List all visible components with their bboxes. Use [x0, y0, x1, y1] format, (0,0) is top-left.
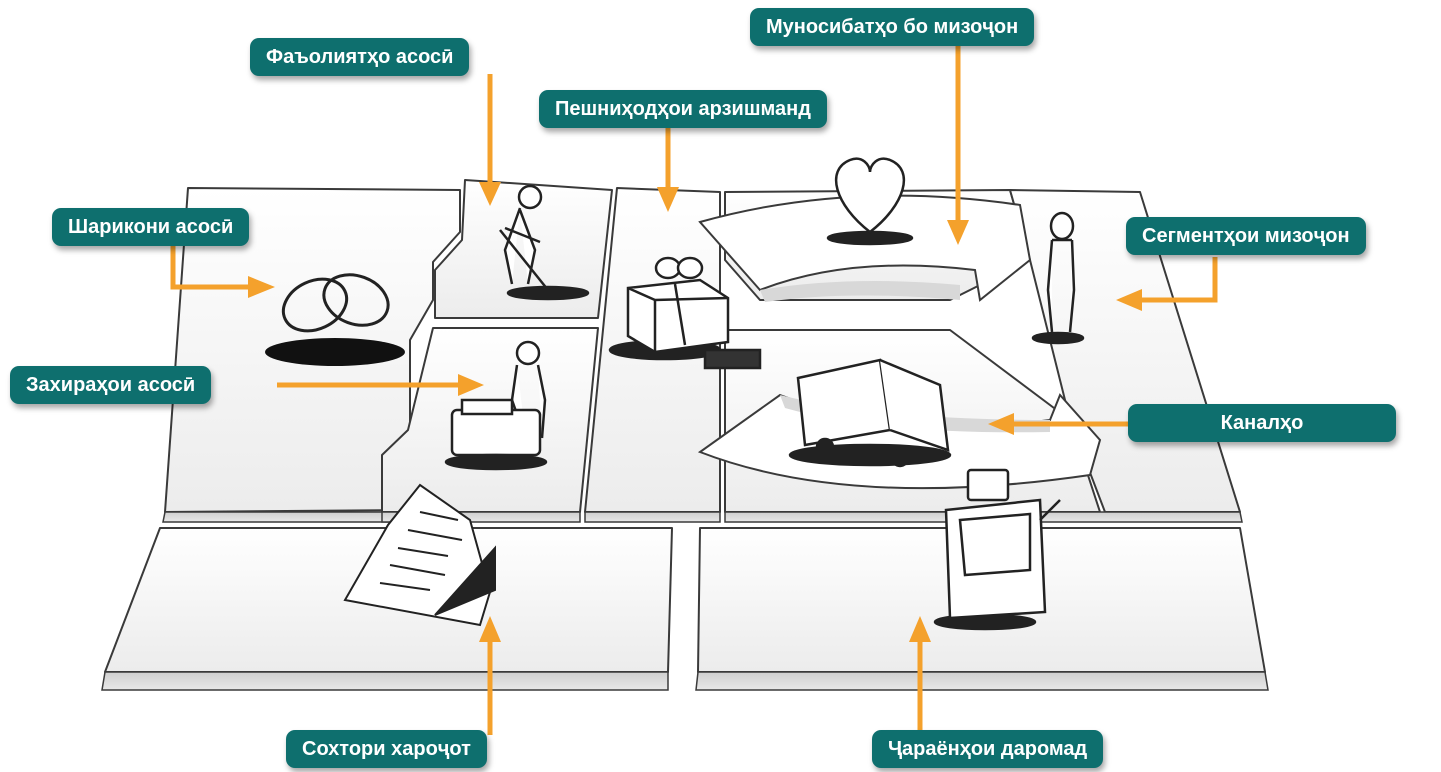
channels-label: Каналҳо	[1128, 404, 1396, 442]
worker-machine-icon	[444, 340, 548, 471]
customer-relationships-label: Муносибатҳо бо мизоҷон	[750, 8, 1035, 46]
digging-person-icon	[499, 184, 590, 301]
key-activities-block	[434, 179, 613, 319]
document-icon	[343, 483, 496, 627]
standing-person-icon	[1031, 211, 1085, 345]
key-partners-label: Шарикони асосӣ	[52, 208, 250, 246]
value-propositions-label: Пешниҳодҳои арзишманд	[539, 90, 827, 128]
cash-register-icon	[933, 468, 1061, 631]
revenue-streams-label: Ҷараёнҳои даромад	[872, 730, 1104, 768]
truck-icon	[788, 358, 952, 468]
key-resources-label: Захираҳои асосӣ	[10, 366, 212, 404]
rings-icon	[265, 273, 405, 366]
gift-box-icon	[608, 256, 762, 370]
heart-icon	[826, 157, 914, 246]
cost-structure-label: Сохтори хароҷот	[286, 730, 487, 768]
key-activities-label: Фаъолиятҳо асосӣ	[250, 38, 470, 76]
customer-segments-label: Сегментҳои мизоҷон	[1126, 217, 1366, 255]
